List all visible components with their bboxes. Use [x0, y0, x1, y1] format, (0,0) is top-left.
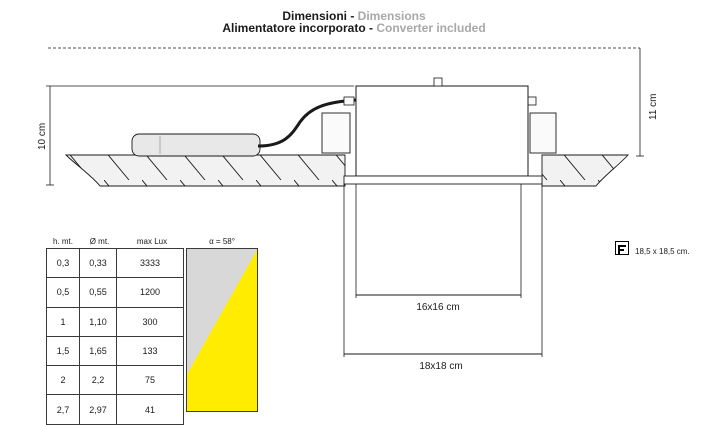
left-height-label: 10 cm	[37, 123, 48, 150]
table-row: 0,3 0,33 3333	[46, 247, 184, 279]
cutout-square-icon	[615, 241, 629, 255]
beam-cone-graphic	[186, 248, 258, 412]
dimension-right-height: 11 cm	[636, 48, 659, 157]
spring-clip-right	[529, 112, 557, 154]
converter-box	[131, 133, 261, 157]
table-row: 0,5 0,55 1200	[46, 277, 184, 308]
cell-height: 2	[46, 365, 80, 396]
cell-lux: 1200	[116, 277, 184, 308]
outer-width-label: 18x18 cm	[419, 361, 462, 372]
cell-height: 1	[46, 306, 80, 337]
cell-height: 0,3	[46, 247, 80, 279]
subtitle-sub-en: Converter included	[376, 21, 486, 35]
cell-height: 1,5	[46, 335, 80, 367]
housing-knob	[433, 77, 443, 87]
header-max-lux: max Lux	[136, 237, 168, 246]
cell-diameter: 0,55	[79, 277, 117, 308]
subtitle-main-it: Alimentatore incorporato -	[222, 21, 377, 35]
cutout-size-label: 18,5 x 18,5 cm.	[635, 247, 690, 256]
table-row: 1,5 1,65 133	[46, 335, 184, 367]
fixture-housing	[355, 85, 529, 177]
power-cable	[257, 98, 357, 148]
cell-diameter: 0,33	[79, 247, 117, 279]
cell-lux: 3333	[116, 247, 184, 279]
title-main-it: Dimensioni -	[282, 9, 358, 23]
lux-table: 0,3 0,33 3333 0,5 0,55 1200 1 1,10 300 1…	[46, 247, 184, 425]
cell-diameter: 1,65	[79, 335, 117, 367]
ceiling-right	[541, 154, 630, 187]
right-height-label: 11 cm	[648, 94, 659, 121]
spring-clip-left	[321, 112, 351, 154]
dimension-left-height: 10 cm	[37, 85, 354, 186]
header-beam-angle: α = 58°	[209, 237, 235, 246]
title-line-1: Dimensioni - Dimensions	[0, 9, 708, 23]
cell-height: 0,5	[46, 277, 80, 308]
header-height: h. mt.	[52, 237, 73, 246]
table-row: 2 2,2 75	[46, 365, 184, 396]
title-sub-en: Dimensions	[357, 9, 426, 23]
cell-lux: 133	[116, 335, 184, 367]
cell-lux: 75	[116, 365, 184, 396]
title-line-2: Alimentatore incorporato - Converter inc…	[0, 21, 708, 35]
beam-cone-yellow	[186, 248, 258, 412]
flange	[343, 175, 543, 185]
table-row: 1 1,10 300	[46, 306, 184, 337]
dimension-outer-width: 18x18 cm	[344, 353, 542, 372]
dimension-inner-width: 16x16 cm	[356, 294, 521, 313]
inner-width-label: 16x16 cm	[416, 302, 459, 313]
ceiling-left	[64, 154, 346, 187]
cell-diameter: 2,2	[79, 365, 117, 396]
cell-diameter: 1,10	[79, 306, 117, 337]
header-diameter: Ø mt.	[89, 237, 110, 246]
cell-lux: 300	[116, 306, 184, 337]
